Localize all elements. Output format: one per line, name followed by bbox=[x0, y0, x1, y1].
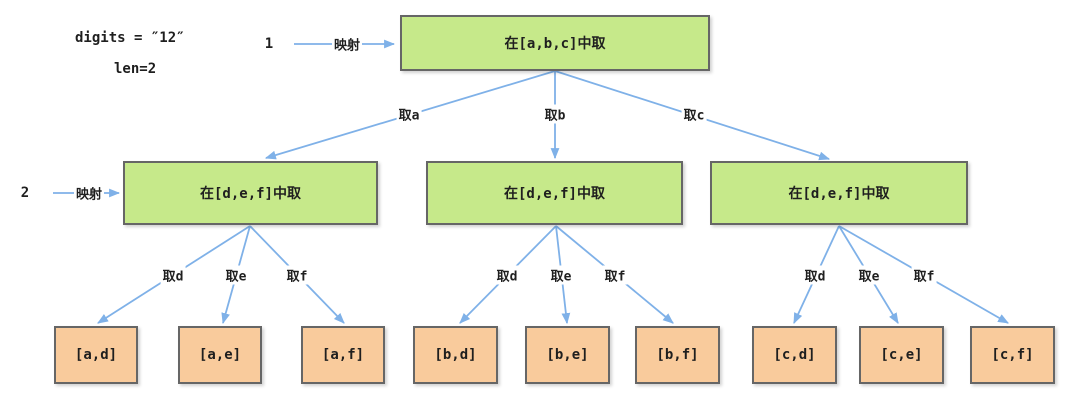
edge-label-c-take-e: 取e bbox=[856, 265, 882, 285]
level2-node-b: 在[d,e,f]中取 bbox=[426, 161, 683, 225]
edge-label-a-take-f: 取f bbox=[284, 265, 310, 285]
leaf-node-cf: [c,f] bbox=[970, 326, 1055, 384]
leaf-node-ce: [c,e] bbox=[859, 326, 944, 384]
level2-node-a: 在[d,e,f]中取 bbox=[123, 161, 378, 225]
len-note: len=2 bbox=[114, 61, 157, 77]
edge-label-c-take-d: 取d bbox=[802, 265, 828, 285]
leaf-node-cd: [c,d] bbox=[752, 326, 837, 384]
edge-label-b-take-e: 取e bbox=[548, 265, 574, 285]
edge-label-b-take-d: 取d bbox=[494, 265, 520, 285]
step1-map-label: 映射 bbox=[331, 34, 363, 54]
edge-label-a-take-d: 取d bbox=[160, 265, 186, 285]
leaf-node-bd: [b,d] bbox=[413, 326, 498, 384]
digits-note: digits = ″12″ bbox=[75, 30, 185, 46]
leaf-node-ae: [a,e] bbox=[178, 326, 262, 384]
edge-label-take-c: 取c bbox=[681, 104, 707, 124]
leaf-node-af: [a,f] bbox=[301, 326, 385, 384]
level2-node-c: 在[d,e,f]中取 bbox=[710, 161, 968, 225]
leaf-node-ad: [a,d] bbox=[54, 326, 138, 384]
edge-label-c-take-f: 取f bbox=[911, 265, 937, 285]
step2-number: 2 bbox=[20, 185, 30, 201]
edge-label-take-b: 取b bbox=[542, 104, 568, 124]
step1-number: 1 bbox=[264, 36, 274, 52]
leaf-node-bf: [b,f] bbox=[635, 326, 720, 384]
root-node: 在[a,b,c]中取 bbox=[400, 15, 710, 71]
step2-map-label: 映射 bbox=[73, 183, 105, 203]
edge-label-b-take-f: 取f bbox=[602, 265, 628, 285]
edge-label-take-a: 取a bbox=[396, 104, 422, 124]
edge-label-a-take-e: 取e bbox=[223, 265, 249, 285]
leaf-node-be: [b,e] bbox=[525, 326, 610, 384]
